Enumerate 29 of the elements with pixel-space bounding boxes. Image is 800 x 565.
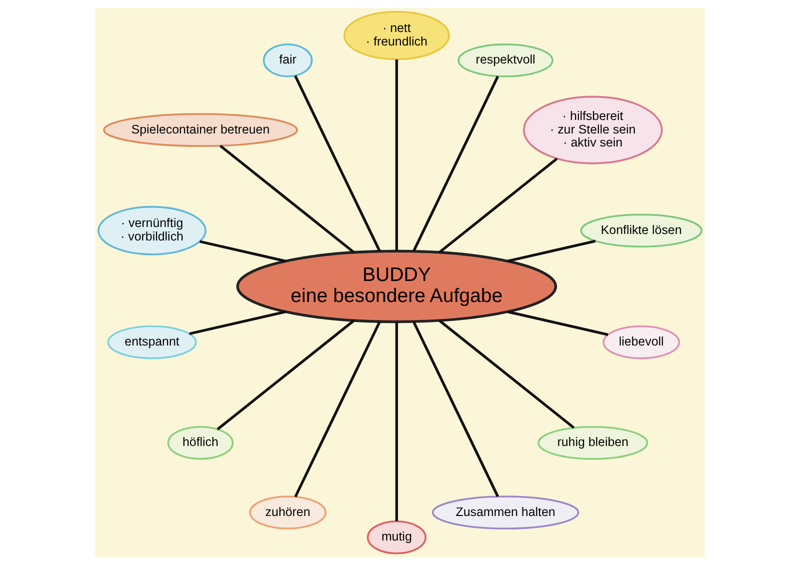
connector (395, 59, 398, 252)
connector (412, 76, 500, 252)
connector (438, 319, 575, 429)
node-ellipse: · vernünftig · vorbildlich (98, 206, 206, 256)
node-ellipse: BUDDY eine besondere Aufgabe (236, 250, 558, 324)
connector (189, 310, 286, 336)
connector (294, 75, 381, 252)
node-ellipse: mutig (366, 520, 426, 554)
connector (507, 240, 596, 262)
node-ellipse: respektvoll (458, 43, 554, 78)
connector (412, 320, 500, 498)
node-ellipse: ruhig bleiben (538, 426, 648, 460)
connector (438, 158, 558, 254)
connector (216, 319, 355, 430)
connector (395, 322, 398, 522)
connector (294, 320, 381, 498)
node-ellipse: Spielecontainer betreuen (103, 113, 298, 147)
node-ellipse: höflich (167, 426, 234, 460)
node-ellipse: fair (262, 43, 313, 78)
node-ellipse: Konflikte lösen (580, 214, 702, 248)
node-ellipse: zuhören (249, 496, 326, 530)
connector (507, 310, 608, 336)
node-ellipse: entspannt (107, 325, 197, 360)
node-ellipse: · nett · freundlich (343, 10, 450, 60)
connector (200, 240, 286, 262)
node-ellipse: liebevoll (602, 325, 680, 360)
node-ellipse: · hilfsbereit · zur Stelle sein · aktiv sein (522, 96, 663, 164)
connector (219, 144, 355, 254)
node-ellipse: Zusammen halten (432, 496, 580, 530)
